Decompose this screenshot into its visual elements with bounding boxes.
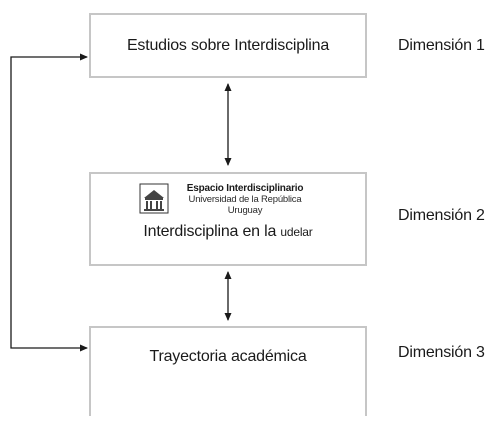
dimension-2-label: Dimensión 2 [398, 207, 485, 224]
box-trayectoria-label: Trayectoria académica [149, 348, 307, 365]
logo-title: Espacio Interdisciplinario [186, 183, 304, 194]
logo-text: Espacio Interdisciplinario Universidad d… [187, 183, 304, 216]
box-trayectoria: Trayectoria académica [89, 326, 367, 416]
label-udelar: udelar [280, 225, 313, 239]
label-prefix: Interdisciplina en la [143, 223, 281, 240]
logo: Espacio Interdisciplinario Universidad d… [139, 183, 304, 216]
dimension-3-label: Dimensión 3 [398, 344, 485, 361]
box-interdisciplina-label: Interdisciplina en la udelar [143, 223, 312, 241]
box-estudios-label: Estudios sobre Interdisciplina [126, 36, 330, 54]
loop-connector [10, 53, 88, 352]
dimension-1-label: Dimensión 1 [398, 37, 485, 54]
logo-country: Uruguay [227, 205, 263, 216]
university-building-icon [139, 183, 169, 214]
logo-subtitle: Universidad de la República [188, 194, 302, 205]
box-interdisciplina: Espacio Interdisciplinario Universidad d… [89, 172, 367, 266]
box-estudios: Estudios sobre Interdisciplina [89, 13, 367, 78]
